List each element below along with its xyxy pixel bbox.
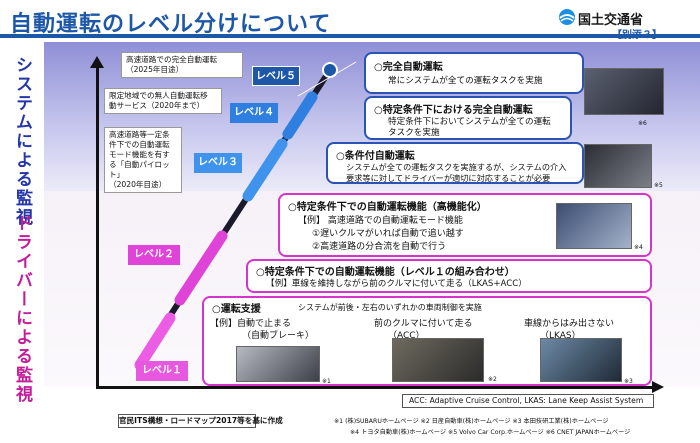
driver-monitoring-label: ドライバーによる監視 [12, 214, 32, 404]
horizontal-axis [96, 386, 656, 389]
level3-photo [584, 144, 652, 188]
horizontal-axis-arrow-icon [652, 381, 664, 393]
level1-combination-heading: ○特定条件下での自動運転機能（レベル１の組み合わせ） [256, 267, 515, 278]
level3-segment [242, 138, 288, 202]
level5-connector [297, 61, 357, 97]
level1-heading: ○運転支援 [212, 304, 261, 315]
level5-description-box: ○完全自動運転 常にシステムが全ての運転タスクを実施 [364, 52, 584, 94]
note-line: 件下での自動運転 [109, 140, 170, 149]
level4-heading: ○特定条件下における完全自動運転 [374, 105, 533, 116]
level1-example-1: 【例】自動で止まる [210, 319, 292, 329]
level2-item: ①遅いクルマがいれば自動で追い越す [312, 229, 464, 239]
level2-segment [174, 230, 228, 306]
note-line: （2025年目途） [126, 65, 184, 74]
level-5-label: レベル５ [252, 66, 300, 86]
acc-photo [392, 338, 484, 382]
note-line: 動サービス（2020年まで） [109, 101, 205, 110]
photo-ref: ※6 [638, 120, 647, 127]
note-line: 高速道路での完全自動運転 [126, 55, 218, 64]
photo-ref: ※4 [634, 244, 643, 251]
level-2-label: レベル２ [128, 245, 180, 265]
level2-heading: ○特定条件下での自動運転機能（高機能化） [288, 202, 487, 213]
image-credits-line: ※4 トヨタ自動車(株)ホームページ ※5 Volvo Car Corp.ホーム… [350, 429, 631, 436]
note-line: 高速道路等一定条 [109, 130, 170, 139]
level5-text: 常にシステムが全ての運転タスクを実施 [388, 76, 543, 86]
level3-text-line: システムが全ての運転タスクを実施するが、システムの介入 [346, 162, 567, 172]
photo-ref: ※2 [488, 376, 497, 383]
level4-text-line: 特定条件下においてシステムが全ての運転 [388, 117, 551, 127]
level4-segment [282, 91, 318, 140]
level-1-label: レベル１ [136, 361, 188, 381]
photo-ref: ※5 [654, 182, 663, 189]
level2-photo [556, 203, 632, 249]
photo-ref: ※3 [624, 378, 633, 385]
annex-label: 【別添３】 [612, 30, 662, 41]
level5-heading: ○完全自動運転 [374, 62, 443, 73]
level3-target-note: 高速道路等一定条 件下での自動運転 モード機能を有す る「自動パイロット」 （2… [104, 127, 182, 193]
level1-combination-text: 【例】車線を維持しながら前のクルマに付いて走る（LKAS+ACC） [266, 279, 527, 289]
ministry-name: 国土交通省 [578, 13, 644, 28]
note-line: る「自動パイロット」 [109, 160, 170, 179]
system-monitoring-label: システムによる監視 [12, 56, 32, 227]
level1-example-1-sub: （自動ブレーキ） [242, 331, 315, 341]
level1-example-3-sub: （LKAS） [540, 331, 581, 341]
note-line: （2020年目途） [109, 180, 167, 189]
auto-brake-photo [236, 346, 320, 382]
level3-heading: ○条件付自動運転 [336, 151, 415, 162]
abbreviation-legend: ACC: Adaptive Cruise Control, LKAS: Lane… [402, 394, 654, 408]
level3-text-line: 要求等に対してドライバーが適切に対応することが必要 [346, 173, 551, 183]
level2-item: ②高速道路の分合流を自動で行う [312, 242, 447, 252]
level-4-label: レベル４ [230, 103, 278, 123]
image-credits-line: ※1 (株)SUBARUホームページ ※2 日産自動車(株)ホームページ ※3 … [334, 418, 609, 425]
level1-segment [134, 312, 176, 371]
source-note: 官民ITS構想・ロードマップ2017等を基に作成 [118, 414, 283, 428]
level5-photo [584, 68, 664, 115]
level1-example-2-sub: （ACC） [388, 331, 425, 341]
note-line: モード機能を有す [109, 150, 170, 159]
lkas-photo [540, 338, 622, 382]
vertical-axis [96, 66, 99, 388]
title-underline [0, 34, 700, 38]
level4-description-box: ○特定条件下における完全自動運転 特定条件下においてシステムが全ての運転 タスク… [364, 96, 572, 140]
vertical-axis-arrow-icon [90, 56, 104, 68]
level2-example: 【例】 高速道路での自動運転モード機能 [298, 216, 463, 226]
level3-description-box: ○条件付自動運転 システムが全ての運転タスクを実施するが、システムの介入 要求等… [326, 142, 584, 184]
level5-target-note: 高速道路での完全自動運転 （2025年目途） [121, 52, 243, 78]
level4-text-line: タスクを実施 [388, 128, 440, 138]
level1-example-3: 車線からはみ出さない [524, 319, 615, 329]
note-line: 限定地域での無人自動運転移 [109, 91, 208, 100]
ministry-logo-icon [559, 9, 575, 25]
level4-target-note: 限定地域での無人自動運転移 動サービス（2020年まで） [104, 88, 222, 114]
level-3-label: レベル３ [194, 153, 242, 173]
level1-combination-box: ○特定条件下での自動運転機能（レベル１の組み合わせ） 【例】車線を維持しながら前… [246, 259, 652, 293]
level1-example-2: 前のクルマに付いて走る [374, 319, 473, 329]
level1-description: システムが前後・左右のいずれかの車両制御を実施 [298, 303, 482, 312]
photo-ref: ※1 [322, 378, 331, 385]
page-title: 自動運転のレベル分けについて [10, 12, 332, 37]
